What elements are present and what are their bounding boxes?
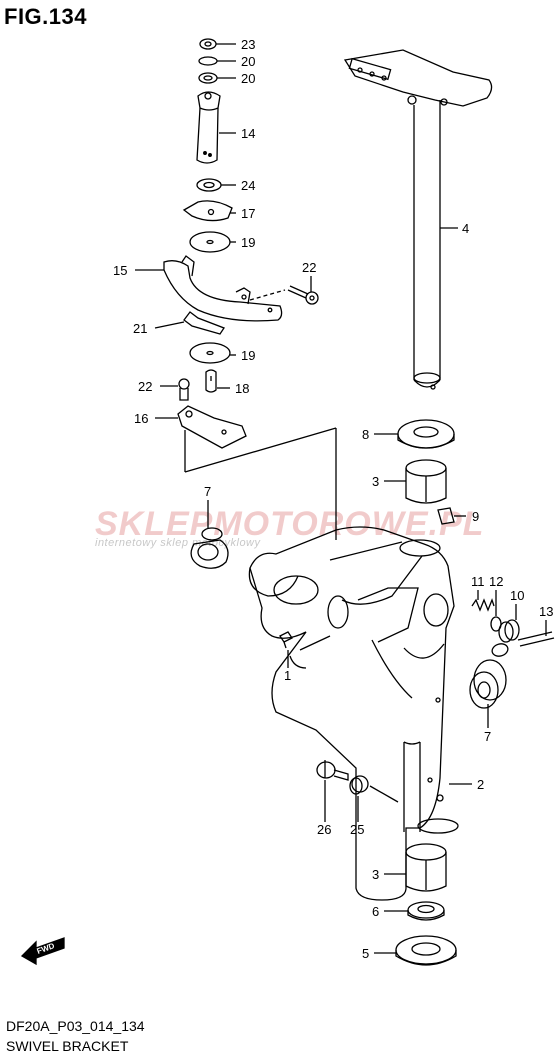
part-3-bushing-lower (405, 843, 447, 892)
part-18-pin (205, 369, 217, 393)
part-11-spring (471, 598, 495, 612)
callout-7: 7 (484, 729, 491, 744)
part-19-washer-lower (189, 342, 231, 364)
part-9-plate (437, 507, 455, 525)
part-20-washer-upper (198, 56, 218, 66)
diagram-name: SWIVEL BRACKET (6, 1038, 129, 1054)
callout-3: 3 (372, 474, 379, 489)
callout-14: 14 (241, 126, 255, 141)
callout-23: 23 (241, 37, 255, 52)
part-6-washer (407, 901, 445, 921)
callout-9: 9 (472, 509, 479, 524)
callout-19: 19 (241, 348, 255, 363)
callout-15: 15 (113, 263, 127, 278)
callout-26: 26 (317, 822, 331, 837)
part-8-thrust-washer (397, 419, 455, 449)
callout-11: 11 (471, 574, 485, 589)
part-19-washer-upper (189, 231, 231, 253)
part-25-washer (349, 775, 369, 795)
callout-10: 10 (510, 588, 524, 603)
callout-21: 21 (133, 321, 147, 336)
part-23-nut (199, 38, 217, 50)
fwd-arrow-icon (20, 937, 65, 966)
part-1-grease-nipple (279, 631, 293, 649)
part-4-swivel-shaft (343, 49, 493, 390)
callout-4: 4 (462, 221, 469, 236)
part-24-washer (196, 178, 222, 192)
part-21-bracket (183, 311, 225, 335)
part-26-bolt (316, 761, 349, 781)
part-5-washer (395, 935, 457, 966)
callout-24: 24 (241, 178, 255, 193)
callout-2: 2 (477, 777, 484, 792)
callout-20: 20 (241, 54, 255, 69)
part-15-tilt-lever (163, 255, 286, 322)
callout-18: 18 (235, 381, 249, 396)
callout-22: 22 (138, 379, 152, 394)
callout-13: 13 (539, 604, 553, 619)
callout-6: 6 (372, 904, 379, 919)
callout-17: 17 (241, 206, 255, 221)
callout-12: 12 (489, 574, 503, 589)
watermark-logo: SKLEPMOTOROWE.PL (95, 505, 485, 543)
figure-title: FIG.134 (4, 4, 87, 29)
callout-5: 5 (362, 946, 369, 961)
part-16-stopper (177, 405, 247, 449)
callout-3: 3 (372, 867, 379, 882)
callout-1: 1 (284, 668, 291, 683)
callout-8: 8 (362, 427, 369, 442)
callout-19: 19 (241, 235, 255, 250)
part-20-washer-lower (198, 72, 218, 84)
diagram-code: DF20A_P03_014_134 (6, 1018, 145, 1034)
part-3-bushing-upper (405, 459, 447, 504)
part-7-bushing-right (469, 659, 507, 709)
part-22-bolt-lower (178, 378, 190, 401)
part-10-spacer (498, 619, 520, 643)
part-17-plate (182, 200, 233, 222)
callout-25: 25 (350, 822, 364, 837)
callout-7: 7 (204, 484, 211, 499)
part-22-bolt-upper (287, 285, 319, 305)
part-14-lever (196, 91, 221, 164)
part-7-bushing-left (190, 527, 229, 569)
callout-16: 16 (134, 411, 148, 426)
callout-22: 22 (302, 260, 316, 275)
callout-20: 20 (241, 71, 255, 86)
